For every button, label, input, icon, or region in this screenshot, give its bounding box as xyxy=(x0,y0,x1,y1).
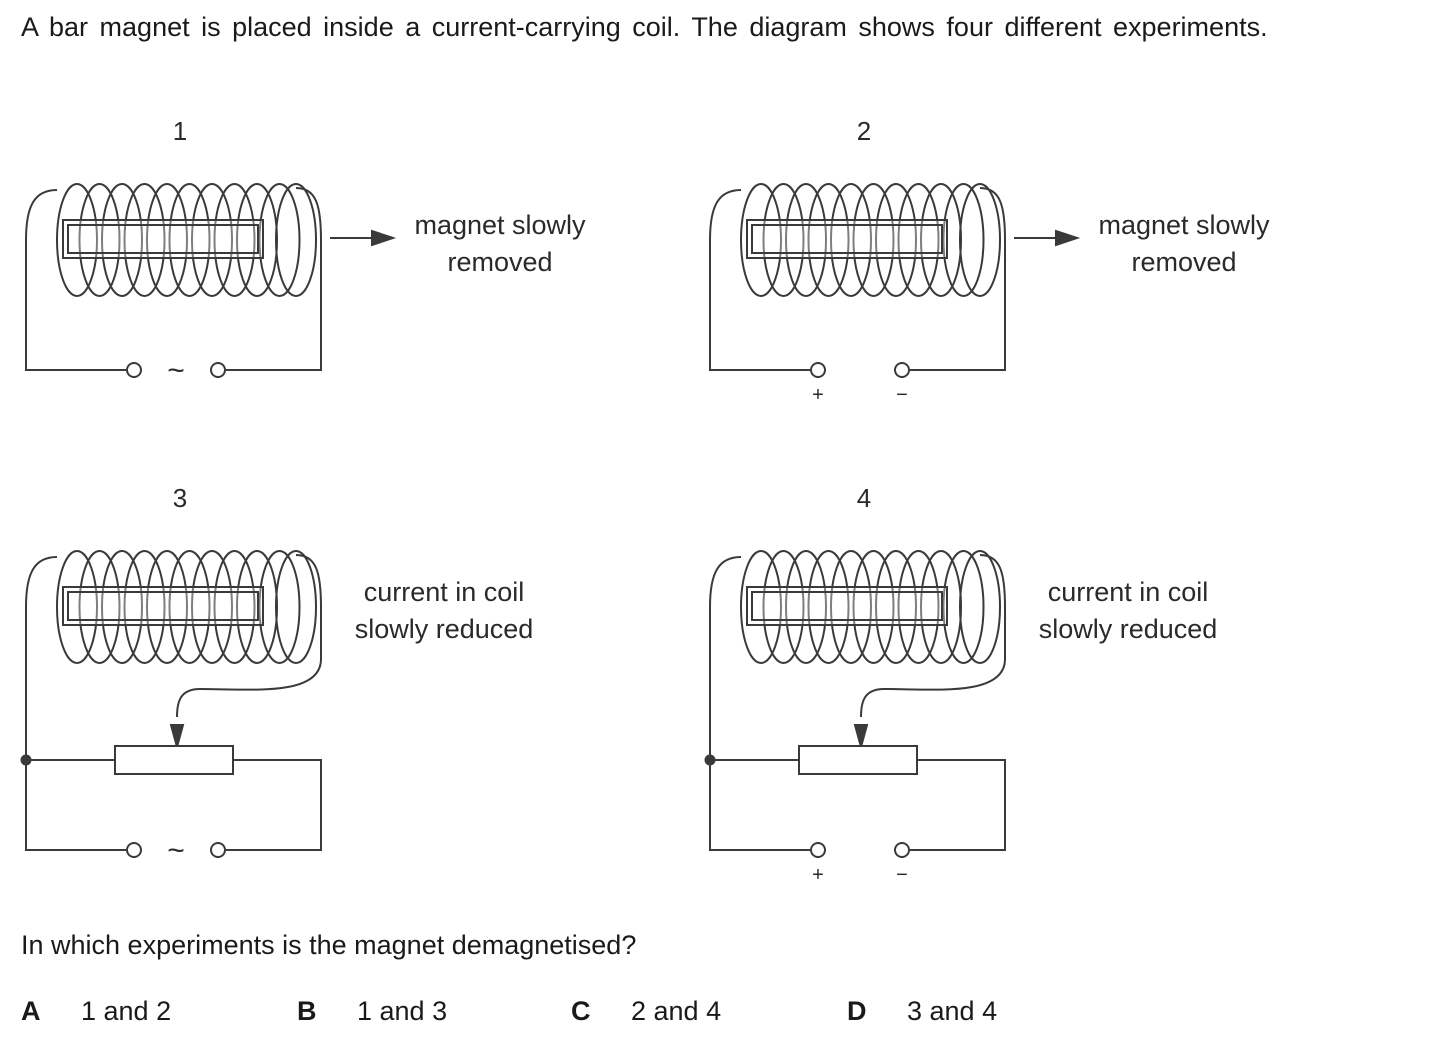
option-c-letter: C xyxy=(571,996,591,1026)
bar-magnet-inner xyxy=(67,224,259,254)
terminal-left xyxy=(126,362,142,378)
caption-line-2: removed xyxy=(1131,247,1236,277)
experiment-2: 2 magnet slowly removed + − xyxy=(709,116,1270,406)
coil xyxy=(740,183,1001,297)
experiment-2-label: 2 xyxy=(857,116,871,146)
option-b-text: 1 and 3 xyxy=(357,996,448,1026)
terminal-left xyxy=(126,842,142,858)
caption-line-1: magnet slowly xyxy=(1098,210,1270,240)
option-b-letter: B xyxy=(297,996,317,1026)
junction-dot xyxy=(20,754,32,766)
ac-supply-symbol: ~ xyxy=(167,834,185,867)
terminal-left xyxy=(810,842,826,858)
plus-sign: + xyxy=(812,384,824,406)
experiment-1-label: 1 xyxy=(173,116,187,146)
bar-magnet-inner xyxy=(67,591,259,621)
terminal-right xyxy=(210,842,226,858)
arrow-head xyxy=(371,229,397,247)
caption-line-1: current in coil xyxy=(1048,577,1209,607)
caption-line-1: current in coil xyxy=(364,577,525,607)
slider-arrow xyxy=(853,724,869,751)
coil xyxy=(56,183,317,297)
junction-dot xyxy=(704,754,716,766)
intro-text: A bar magnet is placed inside a current-… xyxy=(21,12,1268,42)
experiment-4-label: 4 xyxy=(857,483,871,513)
bar-magnet xyxy=(62,586,264,626)
slider-arrow xyxy=(169,724,185,751)
caption-line-2: slowly reduced xyxy=(1039,614,1218,644)
circuit-wires xyxy=(20,554,322,851)
bar-magnet xyxy=(746,219,948,259)
bar-magnet xyxy=(62,219,264,259)
terminal-right xyxy=(894,362,910,378)
ac-supply-symbol: ~ xyxy=(167,354,185,387)
experiment-3-label: 3 xyxy=(173,483,187,513)
rheostat xyxy=(114,745,234,775)
option-a-text: 1 and 2 xyxy=(81,996,172,1026)
arrow-head xyxy=(1055,229,1081,247)
circuit-wires xyxy=(25,187,322,371)
option-a-letter: A xyxy=(21,996,41,1026)
experiment-4: 4 current in coil slowly reduced + − xyxy=(704,483,1218,886)
bar-magnet-inner xyxy=(751,224,943,254)
plus-sign: + xyxy=(812,864,824,886)
question-text: In which experiments is the magnet demag… xyxy=(21,930,637,960)
option-c-text: 2 and 4 xyxy=(631,996,722,1026)
coil xyxy=(740,550,1001,664)
experiment-1: 1 magnet slowly removed ~ xyxy=(25,116,586,387)
caption-line-2: removed xyxy=(447,247,552,277)
rheostat xyxy=(798,745,918,775)
circuit-wires xyxy=(709,187,1006,371)
terminal-right xyxy=(894,842,910,858)
coil xyxy=(56,550,317,664)
option-d-text: 3 and 4 xyxy=(907,996,998,1026)
option-d-letter: D xyxy=(847,996,867,1026)
minus-sign: − xyxy=(896,864,908,886)
caption-line-1: magnet slowly xyxy=(414,210,586,240)
bar-magnet-inner xyxy=(751,591,943,621)
caption-line-2: slowly reduced xyxy=(355,614,534,644)
terminal-right xyxy=(210,362,226,378)
minus-sign: − xyxy=(896,384,908,406)
terminal-left xyxy=(810,362,826,378)
experiment-3: 3 current in coil slowly reduced ~ xyxy=(20,483,534,867)
bar-magnet xyxy=(746,586,948,626)
circuit-wires xyxy=(704,554,1006,851)
